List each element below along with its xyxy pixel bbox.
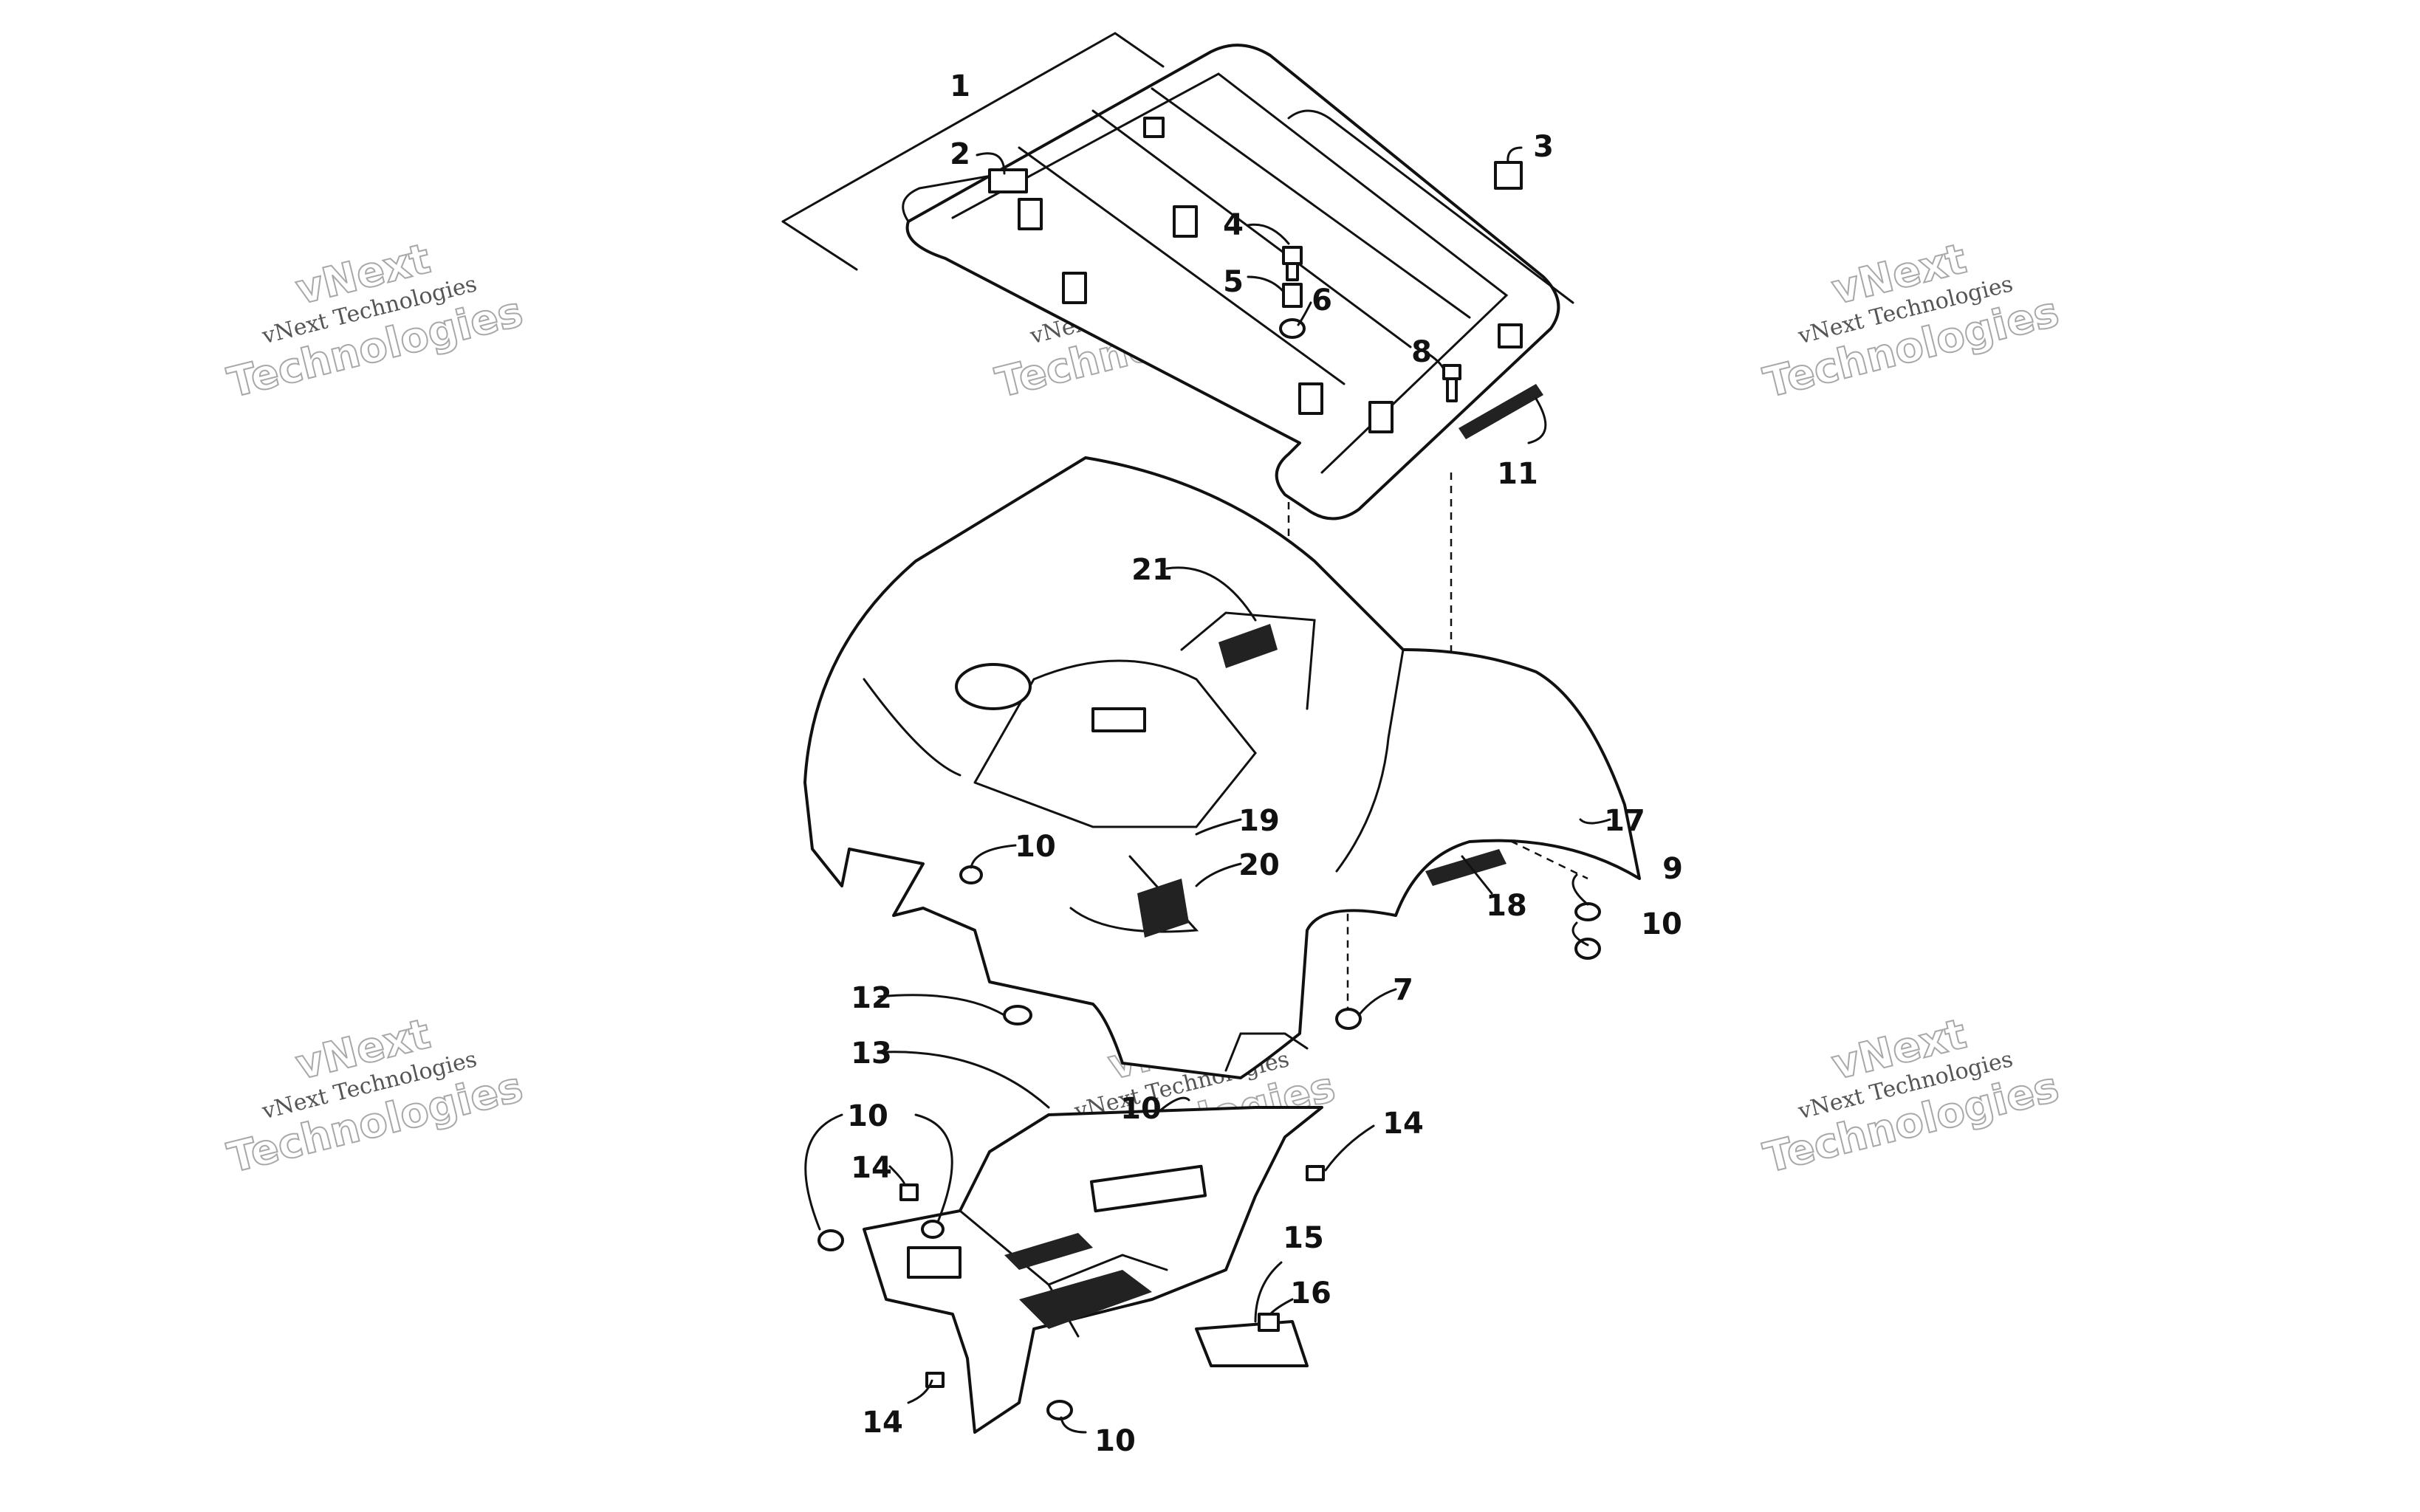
callout-21: 21 xyxy=(1131,553,1173,587)
screw-14-right xyxy=(1306,1165,1325,1181)
callout-9: 9 xyxy=(1662,852,1683,886)
decal-11 xyxy=(1458,384,1543,439)
callout-10-a: 10 xyxy=(1015,830,1056,864)
washer-9 xyxy=(1574,902,1601,921)
spacer-5 xyxy=(1282,283,1303,308)
callout-10-c: 10 xyxy=(1120,1092,1162,1126)
watermark-right-top: vNext vNext Technologies Technologies xyxy=(1758,234,2064,408)
nut-10-bottom xyxy=(1046,1400,1073,1420)
screw-14-left xyxy=(899,1183,919,1201)
callout-6: 6 xyxy=(1312,284,1332,317)
callout-4: 4 xyxy=(1223,208,1244,242)
callout-14-a: 14 xyxy=(851,1151,892,1185)
step-strip-15 xyxy=(1195,1320,1309,1367)
callout-20: 20 xyxy=(1238,848,1280,882)
grommet-10-lower xyxy=(921,1220,945,1239)
callout-1: 1 xyxy=(950,69,970,103)
rear-fender xyxy=(803,456,1641,1079)
callout-10-d: 10 xyxy=(847,1099,888,1133)
nut-10-lower-left xyxy=(817,1229,844,1251)
callout-18: 18 xyxy=(1486,889,1527,923)
bolt-4 xyxy=(1282,246,1303,281)
callout-19: 19 xyxy=(1238,804,1280,838)
callout-11: 11 xyxy=(1497,457,1538,491)
callout-2: 2 xyxy=(950,137,970,171)
callout-12: 12 xyxy=(851,981,892,1015)
footwell xyxy=(863,1106,1323,1434)
leader-lines xyxy=(804,146,1611,1434)
bolt-8 xyxy=(1442,364,1461,402)
fastener-3 xyxy=(1494,161,1523,190)
callout-3: 3 xyxy=(1533,130,1554,164)
callout-5: 5 xyxy=(1223,265,1244,299)
callout-10-e: 10 xyxy=(1094,1424,1136,1458)
watermark-right-bottom: vNext vNext Technologies Technologies xyxy=(1758,1009,2064,1183)
callout-10-b: 10 xyxy=(1641,907,1682,941)
callout-17: 17 xyxy=(1604,804,1645,838)
callout-16: 16 xyxy=(1290,1276,1331,1310)
washer-12 xyxy=(1003,1005,1032,1025)
callout-7: 7 xyxy=(1393,973,1413,1007)
nut-7 xyxy=(1335,1008,1362,1030)
bolt-16 xyxy=(1258,1313,1280,1332)
rack-bracket xyxy=(781,32,1165,271)
nut-10-right xyxy=(1574,938,1601,960)
watermark-left-top: vNext vNext Technologies Technologies xyxy=(222,234,528,408)
callouts: 1 2 3 4 5 6 7 8 9 10 11 12 13 14 15 16 1… xyxy=(847,69,1683,1458)
callout-13: 13 xyxy=(851,1037,892,1071)
callout-8: 8 xyxy=(1411,335,1432,369)
watermark-left-bottom: vNext vNext Technologies Technologies xyxy=(222,1009,528,1183)
callout-15: 15 xyxy=(1283,1221,1324,1255)
callout-14-b: 14 xyxy=(1382,1107,1424,1141)
rear-rack xyxy=(902,44,1574,520)
callout-14-c: 14 xyxy=(862,1406,903,1440)
fastener-2 xyxy=(988,168,1028,193)
washer-10-left xyxy=(959,865,983,884)
